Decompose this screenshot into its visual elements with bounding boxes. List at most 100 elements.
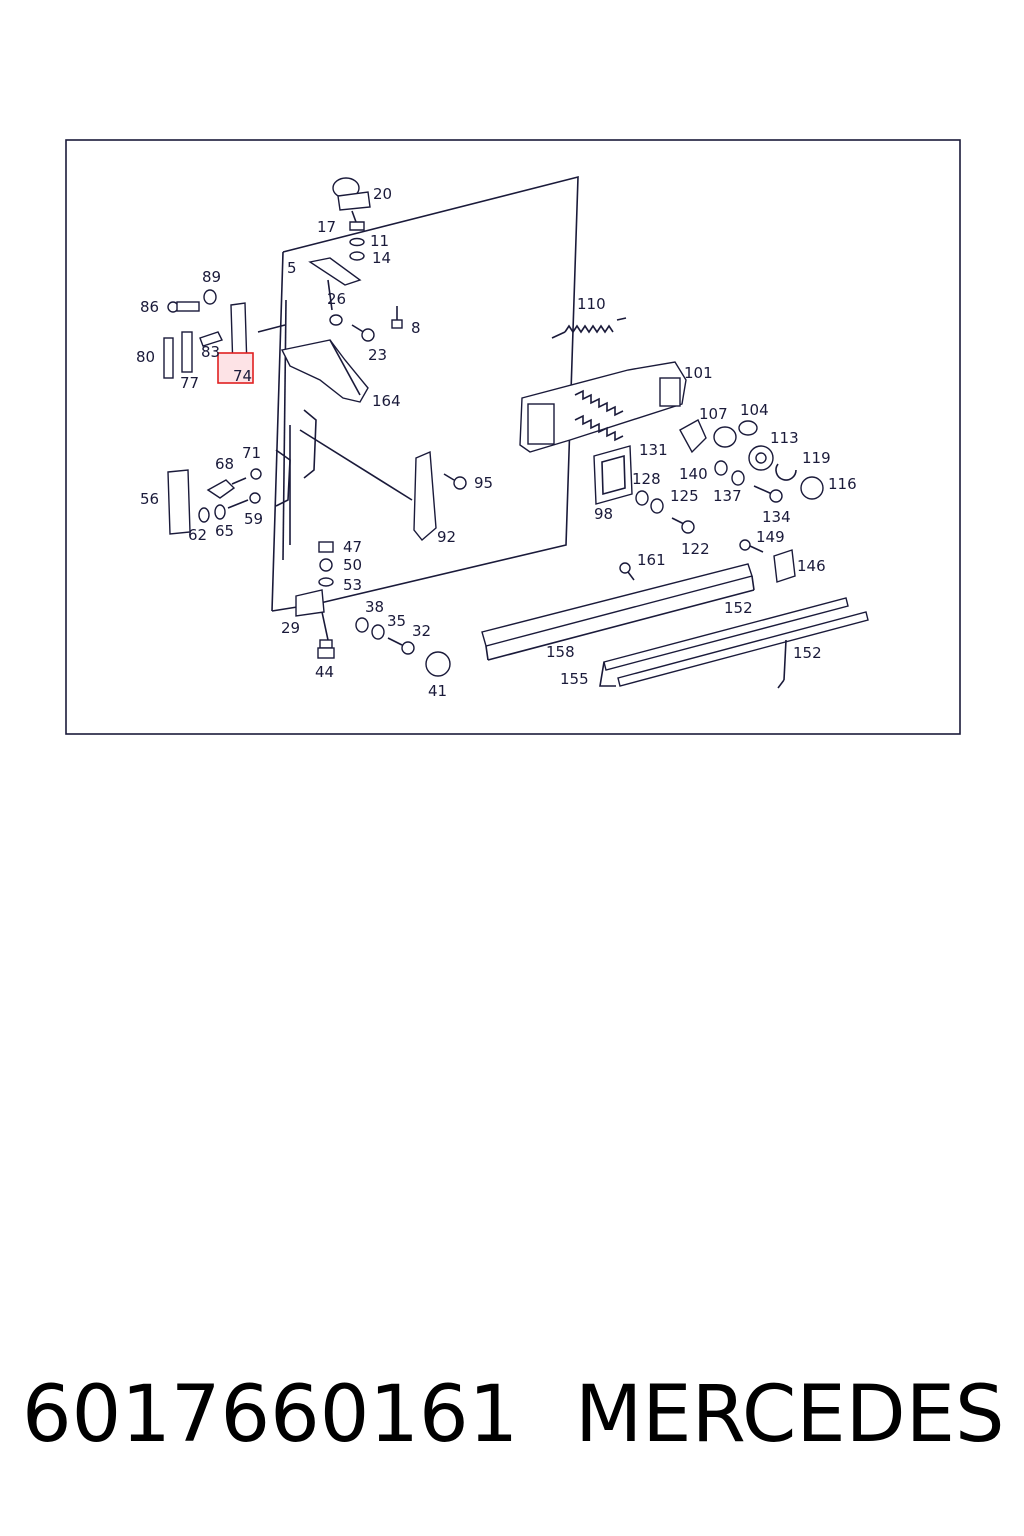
callout-41: 41	[428, 682, 447, 700]
callout-86: 86	[140, 298, 159, 316]
part-29-bracket	[295, 589, 325, 617]
part-35-washer	[371, 624, 385, 640]
part-164-inner-handle	[280, 339, 369, 403]
part-56-striker	[167, 469, 191, 535]
callout-164: 164	[372, 392, 401, 410]
callout-110: 110	[577, 295, 606, 313]
callout-labels: 20 17 11 14 5 89 86 26 8 80 83 23 77 74 …	[136, 185, 857, 700]
part-113-bearing	[748, 445, 774, 471]
callout-74: 74	[233, 367, 252, 385]
part-149-screw	[739, 539, 764, 553]
part-110-spring	[551, 317, 627, 339]
callout-113: 113	[770, 429, 799, 447]
part-107-bushing	[713, 426, 737, 448]
part-38-washer	[355, 617, 369, 633]
door-bracket-left	[303, 409, 317, 479]
callout-128: 128	[632, 470, 661, 488]
diagram-frame	[65, 139, 961, 735]
part-131-lever	[679, 419, 707, 454]
part-95-screw	[443, 473, 467, 490]
part-98-plate	[593, 445, 633, 505]
callout-131: 131	[639, 441, 668, 459]
part-80-plate	[163, 337, 174, 379]
part-8-screw	[391, 306, 403, 329]
part-158-rail	[481, 563, 755, 661]
parts-diagram: 20 17 11 14 5 89 86 26 8 80 83 23 77 74 …	[65, 139, 961, 735]
callout-14: 14	[372, 249, 391, 267]
part-65-washer	[214, 504, 226, 520]
callout-119: 119	[802, 449, 831, 467]
callout-8: 8	[411, 319, 421, 337]
callout-17: 17	[317, 218, 336, 236]
part-92-clip	[413, 450, 437, 542]
part-140-washer	[714, 460, 728, 476]
door-panel-outline	[271, 175, 579, 612]
callout-149: 149	[756, 528, 785, 546]
part-44-bolt	[317, 639, 335, 659]
part-116-cap	[800, 476, 824, 500]
part-26-washer	[329, 314, 343, 326]
callout-68: 68	[215, 455, 234, 473]
callout-35: 35	[387, 612, 406, 630]
part-77-plate	[181, 331, 193, 373]
callout-65: 65	[215, 522, 234, 540]
callout-107: 107	[699, 405, 728, 423]
callout-5: 5	[287, 259, 297, 277]
callout-125: 125	[670, 487, 699, 505]
callout-122: 122	[681, 540, 710, 558]
callout-140: 140	[679, 465, 708, 483]
part-104-cap	[738, 420, 758, 436]
callout-98: 98	[594, 505, 613, 523]
callout-23: 23	[368, 346, 387, 364]
callout-44: 44	[315, 663, 334, 681]
part-134-screw	[753, 485, 783, 503]
callout-104: 104	[740, 401, 769, 419]
part-125-washer	[650, 498, 664, 514]
part-47-nut	[318, 541, 334, 553]
part-119-circlip	[775, 463, 797, 481]
callout-101: 101	[684, 364, 713, 382]
parts-17-11-14-washers	[349, 221, 365, 261]
part-152-seal-strip	[599, 597, 869, 689]
part-32-screw	[387, 637, 415, 655]
part-number: 6017660161	[22, 1370, 519, 1460]
callout-71: 71	[242, 444, 261, 462]
callout-161: 161	[637, 551, 666, 569]
part-41-cap	[425, 651, 451, 677]
highlight-box-74	[217, 352, 254, 384]
callout-80: 80	[136, 348, 155, 366]
callout-11: 11	[370, 232, 389, 250]
callout-152-upper: 152	[724, 599, 753, 617]
callout-137: 137	[713, 487, 742, 505]
part-92-rod	[299, 429, 413, 501]
part-62-washer	[198, 507, 210, 523]
part-122-screw	[671, 517, 695, 534]
callout-116: 116	[828, 475, 857, 493]
part-128-washer	[635, 490, 649, 506]
callout-77: 77	[180, 374, 199, 392]
callout-56: 56	[140, 490, 159, 508]
part-23-screw	[351, 324, 375, 342]
part-101-lock-mechanism	[519, 361, 687, 453]
door-bracket-mid	[275, 449, 291, 507]
part-161-screw	[619, 562, 635, 581]
part-146-clip	[773, 549, 796, 583]
callout-29: 29	[281, 619, 300, 637]
part-5-bracket	[308, 257, 362, 286]
part-53-washer	[318, 577, 334, 587]
part-20-lock-cylinder	[332, 177, 371, 223]
brand-name: MERCEDES	[575, 1370, 1005, 1460]
callout-62: 62	[188, 526, 207, 544]
callout-53: 53	[343, 576, 362, 594]
callout-155: 155	[560, 670, 589, 688]
callout-92: 92	[437, 528, 456, 546]
callout-26: 26	[327, 290, 346, 308]
callout-83: 83	[201, 343, 220, 361]
part-83-screw	[199, 331, 223, 347]
callout-50: 50	[343, 556, 362, 574]
callout-20: 20	[373, 185, 392, 203]
callout-59: 59	[244, 510, 263, 528]
part-137-washer	[731, 470, 745, 486]
callout-47: 47	[343, 538, 362, 556]
callout-158: 158	[546, 643, 575, 661]
